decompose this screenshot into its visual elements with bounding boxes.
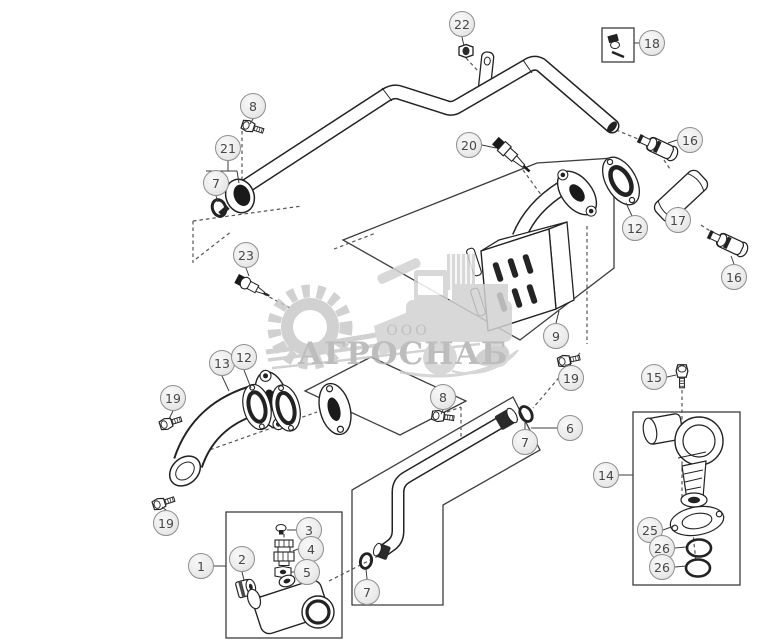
- part-z-pipe-6: [372, 407, 519, 560]
- part-callout-9[interactable]: 9: [543, 323, 569, 349]
- part-gasket-12-right: [601, 156, 641, 206]
- part-callout-8[interactable]: 8: [240, 93, 266, 119]
- part-gasket-12-left-a: [242, 383, 272, 431]
- part-callout-18[interactable]: 18: [639, 30, 665, 56]
- part-callout-22[interactable]: 22: [449, 11, 475, 37]
- part-oring-26-b: [684, 558, 712, 578]
- part-callout-15[interactable]: 15: [641, 364, 667, 390]
- part-callout-26[interactable]: 26: [649, 554, 675, 580]
- part-egr-valve-14: [642, 413, 725, 578]
- part-fitting-kit-18: [607, 33, 625, 59]
- part-callout-17[interactable]: 17: [665, 207, 691, 233]
- part-callout-2[interactable]: 2: [229, 546, 255, 572]
- part-callout-7[interactable]: 7: [203, 170, 229, 196]
- part-upper-tube-21: [218, 55, 620, 216]
- part-callout-20[interactable]: 20: [456, 132, 482, 158]
- part-egr-cooler-9: [466, 169, 598, 332]
- part-nut-22: [458, 43, 474, 59]
- part-callout-21[interactable]: 21: [215, 135, 241, 161]
- part-oring-7-mid: [518, 405, 534, 423]
- part-gasket-12-left-b: [271, 384, 301, 432]
- part-callout-13[interactable]: 13: [209, 350, 235, 376]
- part-callout-12[interactable]: 12: [622, 215, 648, 241]
- part-connector-group-1: [235, 524, 335, 635]
- part-mating-flange: [318, 382, 352, 436]
- part-callout-1[interactable]: 1: [188, 553, 214, 579]
- part-callout-5[interactable]: 5: [294, 559, 320, 585]
- part-sensor-20: [492, 136, 531, 173]
- part-callout-7[interactable]: 7: [354, 579, 380, 605]
- part-callout-19[interactable]: 19: [558, 365, 584, 391]
- part-oring-7-top: [210, 198, 228, 218]
- part-oring-26-a: [685, 538, 713, 558]
- part-callout-7[interactable]: 7: [512, 429, 538, 455]
- part-callout-14[interactable]: 14: [593, 462, 619, 488]
- part-callout-12[interactable]: 12: [231, 344, 257, 370]
- part-callout-6[interactable]: 6: [557, 415, 583, 441]
- box-part-18: [601, 27, 635, 63]
- part-callout-8[interactable]: 8: [430, 384, 456, 410]
- part-callout-23[interactable]: 23: [233, 242, 259, 268]
- part-callout-19[interactable]: 19: [153, 510, 179, 536]
- part-callout-16[interactable]: 16: [677, 127, 703, 153]
- box-pipe-6: [351, 396, 541, 606]
- part-oring-7-bottom: [358, 552, 374, 570]
- part-callout-16[interactable]: 16: [721, 264, 747, 290]
- box-valve-14: [632, 411, 741, 586]
- part-callout-19[interactable]: 19: [160, 385, 186, 411]
- part-hose-17: [653, 169, 709, 223]
- part-callout-4[interactable]: 4: [298, 536, 324, 562]
- part-plug-23: [234, 274, 270, 297]
